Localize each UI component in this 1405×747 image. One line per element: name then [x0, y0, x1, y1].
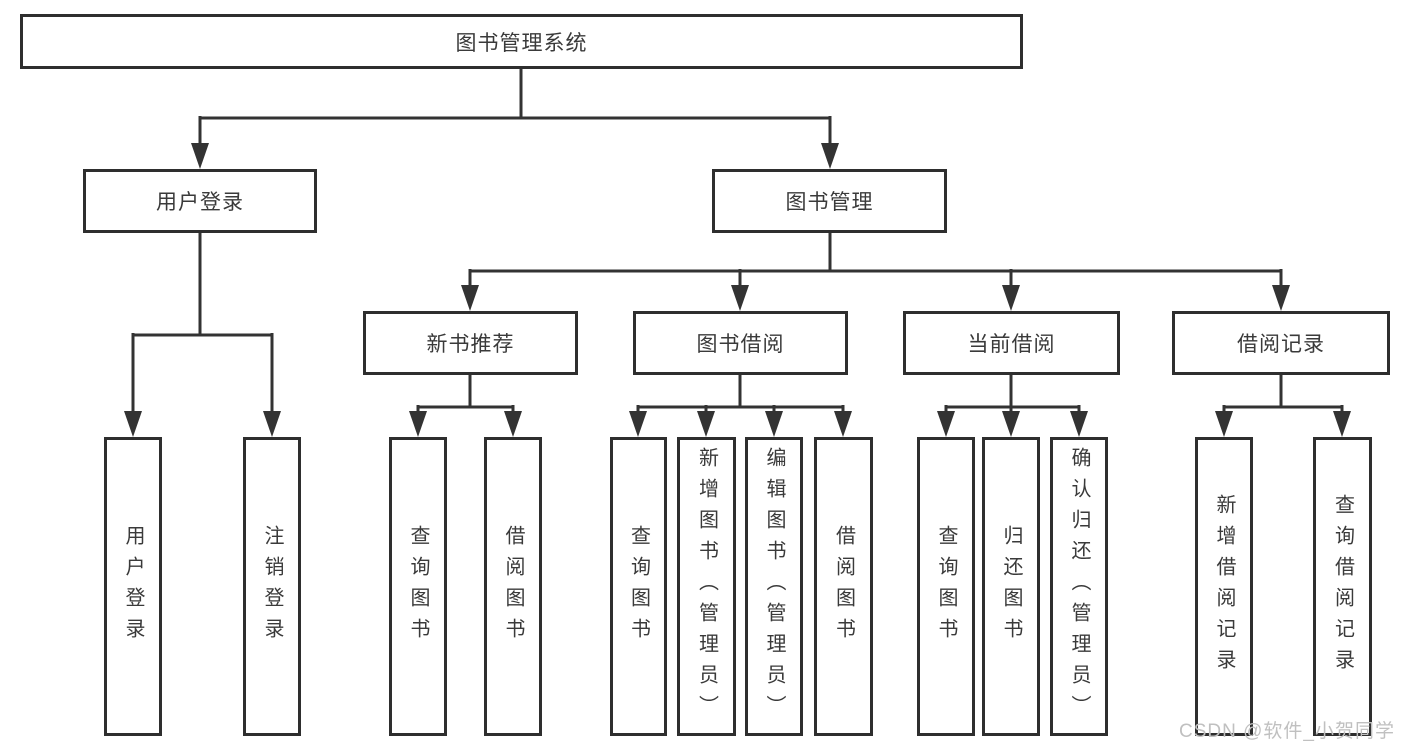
- leaf-query-borrow-record: 查询借阅记录: [1313, 437, 1372, 736]
- leaf-add-books-admin-label: 新增图书（管理员）: [695, 447, 718, 726]
- leaf-confirm-return-admin: 确认归还（管理员）: [1050, 437, 1108, 736]
- edge-borrowing-records-children: [1215, 375, 1351, 437]
- leaf-edit-books-admin: 编辑图书（管理员）: [745, 437, 803, 736]
- leaf-borrow-books-recommend-label: 借阅图书: [502, 524, 524, 649]
- leaf-logout-label: 注销登录: [261, 524, 283, 649]
- edge-root-children: [191, 69, 839, 169]
- leaf-query-books-recommend: 查询图书: [389, 437, 447, 736]
- node-current-borrowing: 当前借阅: [903, 311, 1120, 375]
- leaf-logout: 注销登录: [243, 437, 301, 736]
- leaf-borrow-books-recommend: 借阅图书: [484, 437, 542, 736]
- edge-book-borrowing-children: [629, 375, 852, 437]
- leaf-confirm-return-admin-label: 确认归还（管理员）: [1068, 447, 1090, 726]
- leaf-borrow-books-borrowing: 借阅图书: [814, 437, 873, 736]
- node-book-management-system: 图书管理系统: [20, 14, 1023, 69]
- leaf-add-borrow-record-label: 新增借阅记录: [1213, 493, 1235, 680]
- leaf-query-books-recommend-label: 查询图书: [407, 524, 429, 649]
- leaf-query-books-borrowing: 查询图书: [610, 437, 667, 736]
- node-user-login: 用户登录: [83, 169, 317, 233]
- leaf-edit-books-admin-label: 编辑图书（管理员）: [763, 447, 785, 726]
- edge-user-login-children: [124, 233, 281, 437]
- leaf-user-login-label: 用户登录: [122, 524, 144, 649]
- node-book-management: 图书管理: [712, 169, 947, 233]
- leaf-query-books-current: 查询图书: [917, 437, 975, 736]
- leaf-add-books-admin: 新增图书（管理员）: [677, 437, 736, 736]
- leaf-user-login: 用户登录: [104, 437, 162, 736]
- edge-current-borrowing-children: [937, 375, 1088, 437]
- edge-book-management-children: [461, 232, 1290, 311]
- watermark: CSDN @软件_小贺同学: [1179, 721, 1395, 742]
- node-borrowing-records: 借阅记录: [1172, 311, 1390, 375]
- leaf-query-books-borrowing-label: 查询图书: [627, 524, 650, 649]
- leaf-add-borrow-record: 新增借阅记录: [1195, 437, 1253, 736]
- edge-new-book-recommend-children: [409, 375, 522, 437]
- leaf-query-books-current-label: 查询图书: [935, 524, 957, 649]
- leaf-query-borrow-record-label: 查询借阅记录: [1331, 493, 1354, 680]
- leaf-return-books-label: 归还图书: [1000, 524, 1022, 649]
- node-book-borrowing: 图书借阅: [633, 311, 848, 375]
- leaf-borrow-books-borrowing-label: 借阅图书: [832, 524, 855, 649]
- leaf-return-books: 归还图书: [982, 437, 1040, 736]
- node-new-book-recommend: 新书推荐: [363, 311, 578, 375]
